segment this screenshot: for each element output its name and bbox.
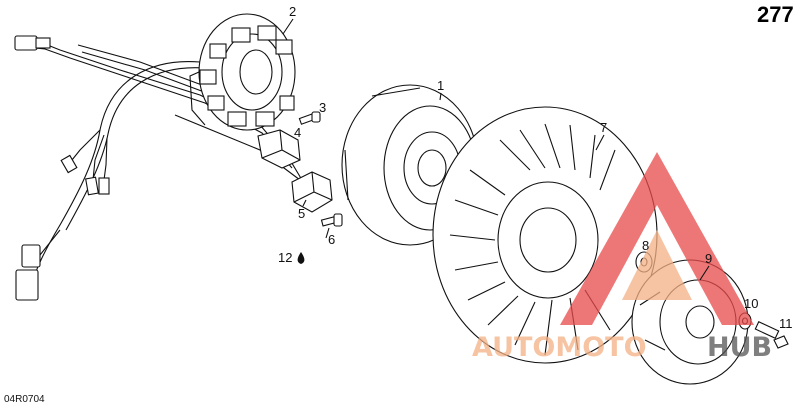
callout-5: 5 [298,206,305,221]
callout-8: 8 [642,238,649,253]
callout-1: 1 [437,78,444,93]
sealant-drop-icon [297,252,305,264]
callout-9: 9 [705,251,712,266]
sensor-5 [291,171,333,213]
wiring-harness [14,35,306,301]
callout-10: 10 [744,296,758,311]
callout-6: 6 [328,232,335,247]
reference-code: 04R0704 [4,394,45,405]
screw-3 [298,111,321,125]
watermark-text-auto: AUTOMOTO [472,332,647,363]
callout-7: 7 [600,120,607,135]
screw-6 [320,213,343,227]
callout-4: 4 [294,125,301,140]
callouts: 1 2 3 4 5 6 7 8 9 10 11 12 [278,4,793,331]
stator [189,13,296,131]
callout-2: 2 [289,4,296,19]
watermark: AUTOMOTO HUB [472,152,772,363]
bolt-11 [754,320,789,349]
callout-11: 11 [779,316,793,331]
callout-3: 3 [319,100,326,115]
page-number: 277 [757,2,794,27]
watermark-text-hub: HUB [707,332,772,363]
sensor-bracket-4 [257,129,301,169]
callout-12: 12 [278,250,292,265]
